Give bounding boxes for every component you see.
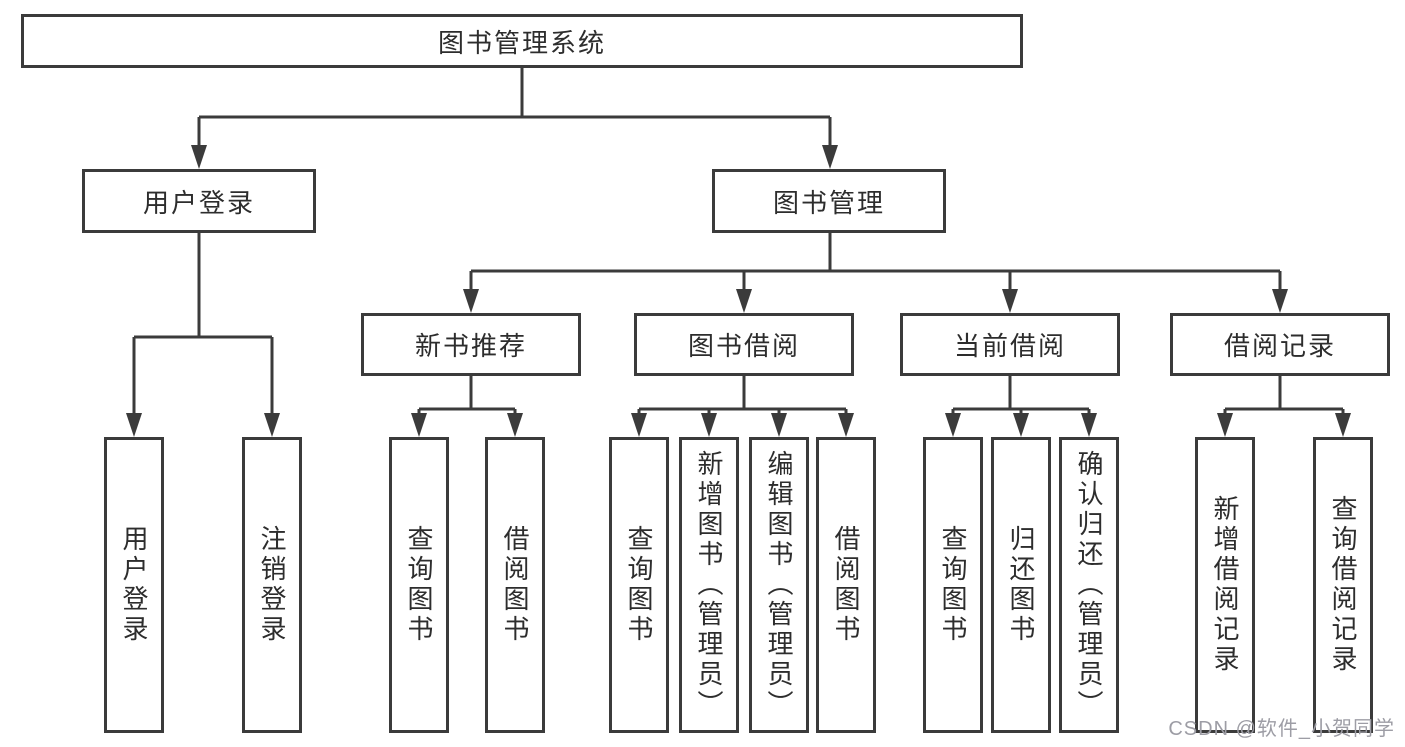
node-new-book-recommend: 新书推荐 [361, 313, 581, 376]
node-borrow-records: 借阅记录 [1170, 313, 1390, 376]
leaf-add-borrow-record: 新增借阅记录 [1195, 437, 1255, 733]
leaf-label: 归还图书 [1006, 525, 1036, 645]
arrowhead [411, 413, 427, 437]
node-book-management: 图书管理 [712, 169, 946, 233]
connector-borrow-records-to-leaves [1217, 376, 1351, 437]
leaf-label: 借阅图书 [500, 525, 530, 645]
leaf-label: 新增图书（管理员） [694, 450, 724, 720]
leaf-user-login: 用户登录 [104, 437, 164, 733]
arrowhead [945, 413, 961, 437]
leaf-confirm-return-admin: 确认归还（管理员） [1059, 437, 1119, 733]
arrowhead [838, 413, 854, 437]
leaf-label: 确认归还（管理员） [1074, 450, 1104, 720]
leaf-query-books-borrow: 查询图书 [609, 437, 669, 733]
leaf-borrow-books-recommend: 借阅图书 [485, 437, 545, 733]
leaf-label: 查询图书 [404, 525, 434, 645]
arrowhead [1217, 413, 1233, 437]
connector-book-borrow-to-leaves [631, 376, 854, 437]
arrowhead [822, 145, 838, 169]
arrowhead [1013, 413, 1029, 437]
node-label: 用户登录 [142, 187, 255, 218]
leaf-logout: 注销登录 [242, 437, 302, 733]
leaf-label: 用户登录 [119, 525, 149, 645]
leaf-add-books-admin: 新增图书（管理员） [679, 437, 739, 733]
arrowhead [701, 413, 717, 437]
node-book-borrow: 图书借阅 [634, 313, 854, 376]
arrowhead [771, 413, 787, 437]
connector-root-to-level2 [191, 68, 838, 169]
leaf-borrow-books: 借阅图书 [816, 437, 876, 733]
node-label: 图书管理 [772, 187, 885, 218]
leaf-return-books: 归还图书 [991, 437, 1051, 733]
leaf-query-books-recommend: 查询图书 [389, 437, 449, 733]
arrowhead [126, 413, 142, 437]
node-label: 图书借阅 [687, 331, 800, 361]
leaf-query-borrow-record: 查询借阅记录 [1313, 437, 1373, 733]
node-label: 当前借阅 [953, 331, 1066, 361]
node-current-borrow: 当前借阅 [900, 313, 1120, 376]
leaf-edit-books-admin: 编辑图书（管理员） [749, 437, 809, 733]
node-user-login: 用户登录 [82, 169, 316, 233]
leaf-label: 查询图书 [624, 525, 654, 645]
root-node-label: 图书管理系统 [437, 27, 606, 58]
arrowhead [1272, 289, 1288, 313]
node-label: 借阅记录 [1223, 331, 1336, 361]
arrowhead [463, 289, 479, 313]
connector-current-borrow-to-leaves [945, 376, 1097, 437]
arrowhead [191, 145, 207, 169]
leaf-label: 编辑图书（管理员） [764, 450, 794, 720]
leaf-label: 注销登录 [257, 525, 287, 645]
leaf-label: 查询借阅记录 [1328, 495, 1358, 675]
connector-book-management-to-level3 [463, 233, 1288, 313]
arrowhead [1081, 413, 1097, 437]
arrowhead [264, 413, 280, 437]
leaf-label: 查询图书 [938, 525, 968, 645]
leaf-label: 借阅图书 [831, 525, 861, 645]
connector-new-book-to-leaves [411, 376, 523, 437]
arrowhead [736, 289, 752, 313]
arrowhead [631, 413, 647, 437]
leaf-query-books-current: 查询图书 [923, 437, 983, 733]
arrowhead [507, 413, 523, 437]
node-label: 新书推荐 [414, 331, 527, 361]
leaf-label: 新增借阅记录 [1210, 495, 1240, 675]
connector-user-login-to-leaves [126, 233, 280, 437]
root-node-library-system: 图书管理系统 [21, 14, 1023, 68]
csdn-watermark: CSDN @软件_小贺同学 [1168, 718, 1395, 740]
arrowhead [1002, 289, 1018, 313]
arrowhead [1335, 413, 1351, 437]
